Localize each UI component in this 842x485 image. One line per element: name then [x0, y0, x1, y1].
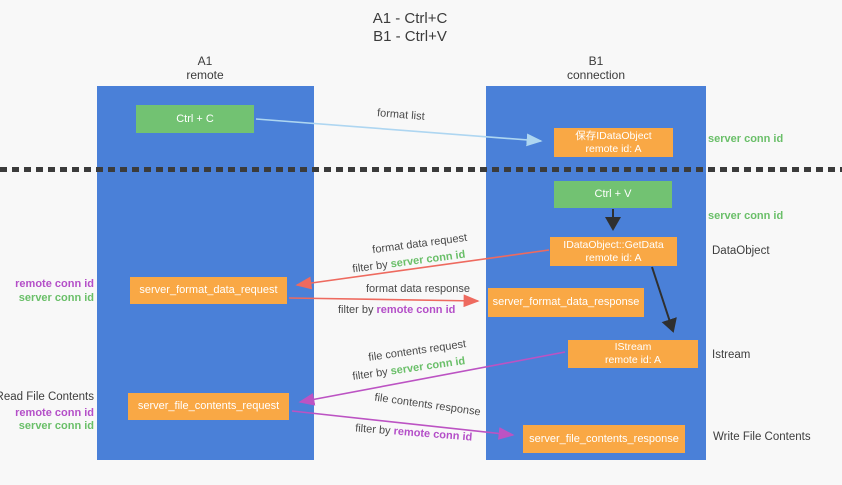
save-idataobject-line2: remote id: A — [585, 142, 642, 155]
format-data-request-filter-label: filter by server conn id — [352, 249, 466, 276]
istream-node: IStream remote id: A — [568, 340, 698, 368]
write-file-contents-label: Write File Contents — [713, 431, 811, 443]
server-conn-id-label-left-1: server conn id — [18, 292, 94, 304]
title-line-1: A1 - Ctrl+C — [372, 10, 448, 27]
server-conn-id-label-top-right: server conn id — [708, 133, 784, 145]
format-data-response-edge-label: format data response — [366, 283, 470, 295]
server-format-data-request-node: server_format_data_request — [130, 277, 287, 304]
filter-by-text: filter by — [354, 422, 395, 438]
ctrl-c-label: Ctrl + C — [176, 112, 214, 125]
lifeline-a1-title: A1 — [197, 54, 213, 68]
remote-conn-id-text: remote conn id — [376, 304, 456, 316]
ctrl-v-label: Ctrl + V — [594, 188, 632, 200]
save-idataobject-node: 保存IDataObject remote id: A — [554, 128, 673, 157]
idataobject-getdata-node: IDataObject::GetData remote id: A — [550, 237, 677, 266]
file-response-label: server_file_contents_response — [529, 432, 679, 445]
server-conn-id-label-left-2: server conn id — [18, 420, 94, 432]
file-request-label: server_file_contents_request — [137, 400, 280, 412]
diagram-title: A1 - Ctrl+C B1 - Ctrl+V — [373, 10, 448, 46]
server-file-contents-response-node: server_file_contents_response — [523, 425, 685, 453]
istream-side-label: Istream — [712, 349, 751, 361]
format-request-label: server_format_data_request — [139, 284, 278, 296]
lifeline-b1-title: B1 — [588, 54, 604, 68]
remote-conn-id-text: remote conn id — [393, 425, 473, 444]
getdata-line1: IDataObject::GetData — [563, 238, 664, 251]
filter-by-text: filter by — [351, 258, 392, 276]
lifeline-a1-subtitle: remote — [186, 68, 224, 82]
ctrl-c-node: Ctrl + C — [136, 105, 254, 133]
save-idataobject-line1: 保存IDataObject — [575, 129, 652, 142]
remote-conn-id-label-left-1: remote conn id — [15, 278, 94, 290]
istream-line2: remote id: A — [604, 354, 662, 366]
server-conn-id-label-mid-right: server conn id — [708, 210, 784, 222]
title-line-2: B1 - Ctrl+V — [373, 28, 447, 45]
read-file-contents-label: Read File Contents — [0, 391, 94, 403]
phase-separator-dotted-line — [0, 167, 842, 172]
file-contents-response-filter-label: filter by remote conn id — [355, 422, 473, 443]
format-data-response-arrow — [288, 294, 480, 308]
file-contents-response-edge-label: file contents response — [373, 391, 482, 419]
dataobject-label: DataObject — [712, 245, 770, 257]
filter-by-text: filter by — [338, 304, 377, 316]
lifeline-b1-subtitle: connection — [566, 68, 626, 82]
ctrl-v-node: Ctrl + V — [554, 181, 672, 208]
format-list-edge-label: format list — [376, 107, 426, 123]
filter-by-text: filter by — [351, 365, 392, 383]
format-data-response-filter-label: filter by remote conn id — [338, 304, 455, 316]
lifeline-header-a1: A1 remote — [186, 54, 223, 82]
server-file-contents-request-node: server_file_contents_request — [128, 393, 289, 420]
format-response-label: server_format_data_response — [492, 296, 640, 308]
getdata-line2: remote id: A — [585, 251, 642, 264]
remote-conn-id-label-left-2: remote conn id — [15, 407, 94, 419]
server-format-data-response-node: server_format_data_response — [488, 288, 644, 317]
lifeline-header-b1: B1 connection — [567, 54, 625, 82]
istream-line1: IStream — [614, 341, 652, 353]
